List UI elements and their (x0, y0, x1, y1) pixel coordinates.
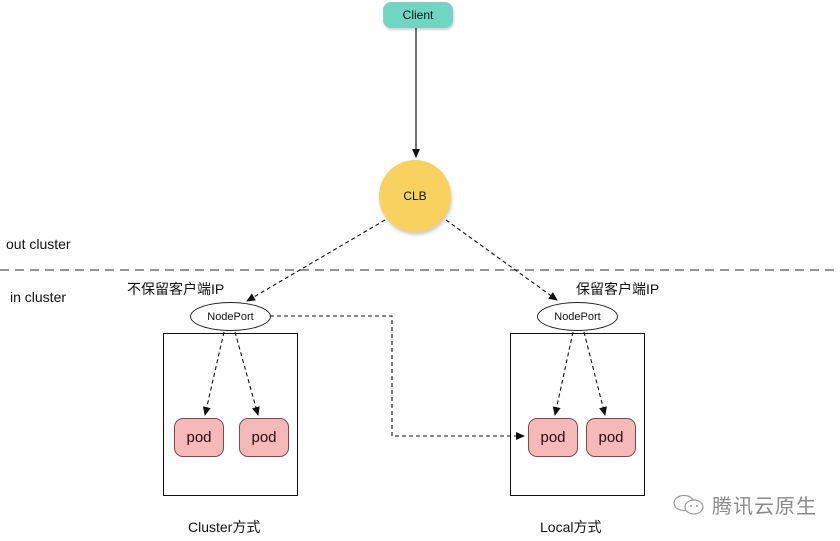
edge-np-right-pod2 (583, 331, 607, 416)
zone-label-in: in cluster (10, 289, 67, 305)
client-label: Client (402, 8, 434, 22)
pod-cluster-2: pod (239, 418, 289, 457)
local-node-box (510, 333, 645, 496)
wechat-icon (673, 494, 704, 515)
edge-np-left-pod1 (202, 331, 225, 416)
pod-local-1: pod (528, 418, 578, 457)
zone-label-out: out cluster (6, 236, 71, 252)
pod-local-2: pod (586, 418, 636, 457)
pod-label: pod (598, 429, 624, 446)
annotation-right: 保留客户端IP (576, 281, 660, 297)
caption-cluster-mode: Cluster方式 (188, 519, 261, 535)
nodeport-right-label: NodePort (554, 310, 601, 323)
edge-np-left-pod2 (234, 331, 260, 416)
edge-clb-nodeport-right (445, 219, 558, 301)
clb-node: CLB (379, 160, 451, 232)
clb-label: CLB (403, 189, 427, 203)
nodeport-left-label: NodePort (207, 310, 254, 323)
caption-local-mode: Local方式 (540, 519, 602, 535)
nodeport-left: NodePort (190, 302, 271, 331)
nodeport-right: NodePort (537, 302, 618, 331)
cluster-node-box (163, 333, 298, 496)
pod-label: pod (251, 429, 277, 446)
pod-label: pod (186, 429, 212, 446)
edge-clb-nodeport-left (246, 219, 386, 302)
client-node: Client (383, 2, 453, 28)
annotation-left: 不保留客户端IP (127, 281, 225, 297)
pod-cluster-1: pod (174, 418, 224, 457)
pod-label: pod (540, 429, 566, 446)
edge-np-left-to-local-pod (270, 315, 525, 440)
edge-np-right-pod1 (552, 331, 574, 416)
watermark-text: 腾讯云原生 (712, 496, 817, 518)
watermark: 腾讯云原生 (672, 490, 817, 519)
